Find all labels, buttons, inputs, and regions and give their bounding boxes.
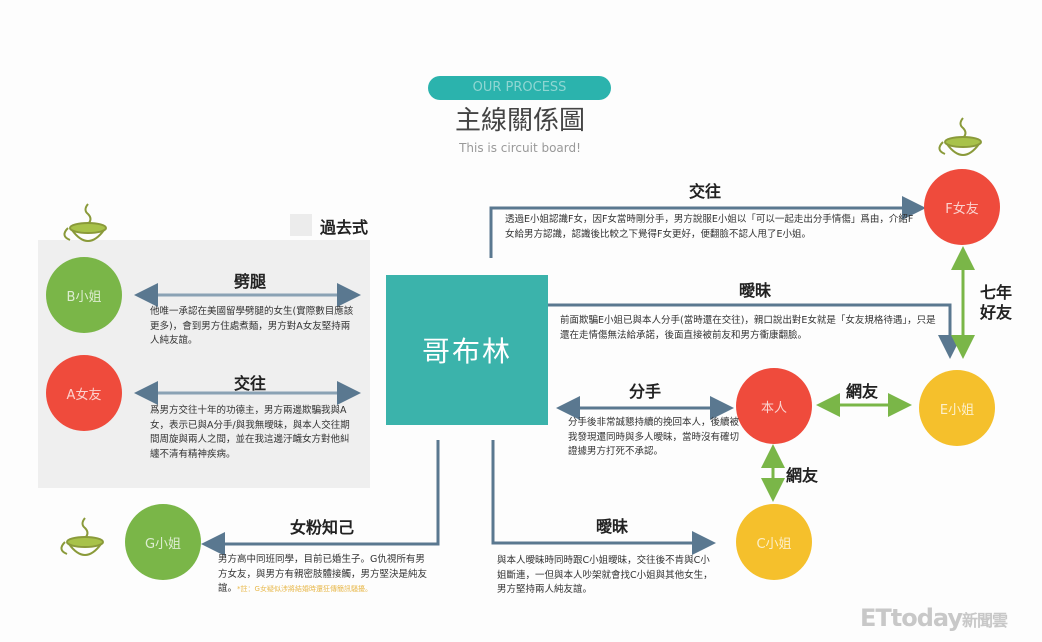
f-arrow [489,196,926,258]
process-badge: OUR PROCESS [428,76,611,100]
e-text: 前面欺騙E小姐已與本人分手(當時還在交往)，親口說出對E女就是「女友規格待遇」，… [560,315,936,341]
e-arrow [548,303,962,359]
b-label: 劈腿 [233,272,267,291]
g-arrow [201,440,440,556]
watermark-brand: ETtoday [860,604,963,632]
teacup-icon [60,117,982,556]
watermark-suffix: 新聞雲 [962,611,1008,630]
g-label: 女粉知己 [289,518,355,537]
self-c-label: 網友 [785,466,819,485]
node-a: A女友 [46,355,122,431]
c-text: 與本人曖昧時同時跟C小姐曖昧，交往後不肯與C小姐斷連，一但與本人吵架就會找C小姐… [497,555,713,595]
self-e-label: 網友 [845,382,879,401]
a-text: 爲男方交往十年的功德主，男方兩邊欺騙我與A女，表示已與A分手/與我無曖昧，與本人… [150,405,350,460]
ettoday-watermark: ETtoday新聞雲 [860,604,1008,632]
self-label: 分手 [628,382,662,401]
legend-swatch [290,214,312,236]
a-label: 交往 [233,374,267,393]
node-g: G小姐 [125,504,201,580]
page-subtitle: This is circuit board! [459,141,581,155]
g-text: 男方高中同班同學，目前已婚生子。G仇視所有男方女友，與男方有親密肢體接觸，男方堅… [218,553,433,597]
f-label: 交往 [688,182,722,201]
node-f: F女友 [924,169,1000,245]
c-label: 曖昧 [595,517,629,536]
f-text: 透過E小姐認識F女，因F女當時剛分手，男方說服E小姐以「可以一起走出分手情傷」爲… [505,214,914,240]
self-text: 分手後非常誠懇持續的挽回本人，後續被我發現還同時與多人曖昧，當時沒有確切證據男方… [568,417,740,457]
node-e: E小姐 [919,370,995,446]
node-c: C小姐 [736,504,812,580]
b-text: 他唯一承認在美國留學劈腿的女生(實際數目應該更多)，會到男方住處煮麵，男方對A女… [150,306,354,346]
legend-label: 過去式 [320,218,369,237]
node-b: B小姐 [46,257,122,333]
fe-label: 七年好友 [979,283,1012,322]
e-label: 曖昧 [738,281,772,300]
c-arrow [491,440,716,555]
center-node: 哥布林 [386,275,548,425]
g-text-body: 男方高中同班同學，目前已婚生子。G仇視所有男方女友，與男方有親密肢體接觸，男方堅… [218,554,428,594]
page-title: 主線關係圖 [454,106,585,136]
node-self: 本人 [736,368,812,444]
g-note: *註：G女疑似涉將結婚時還狂傳簡訊騷擾。 [237,585,372,593]
